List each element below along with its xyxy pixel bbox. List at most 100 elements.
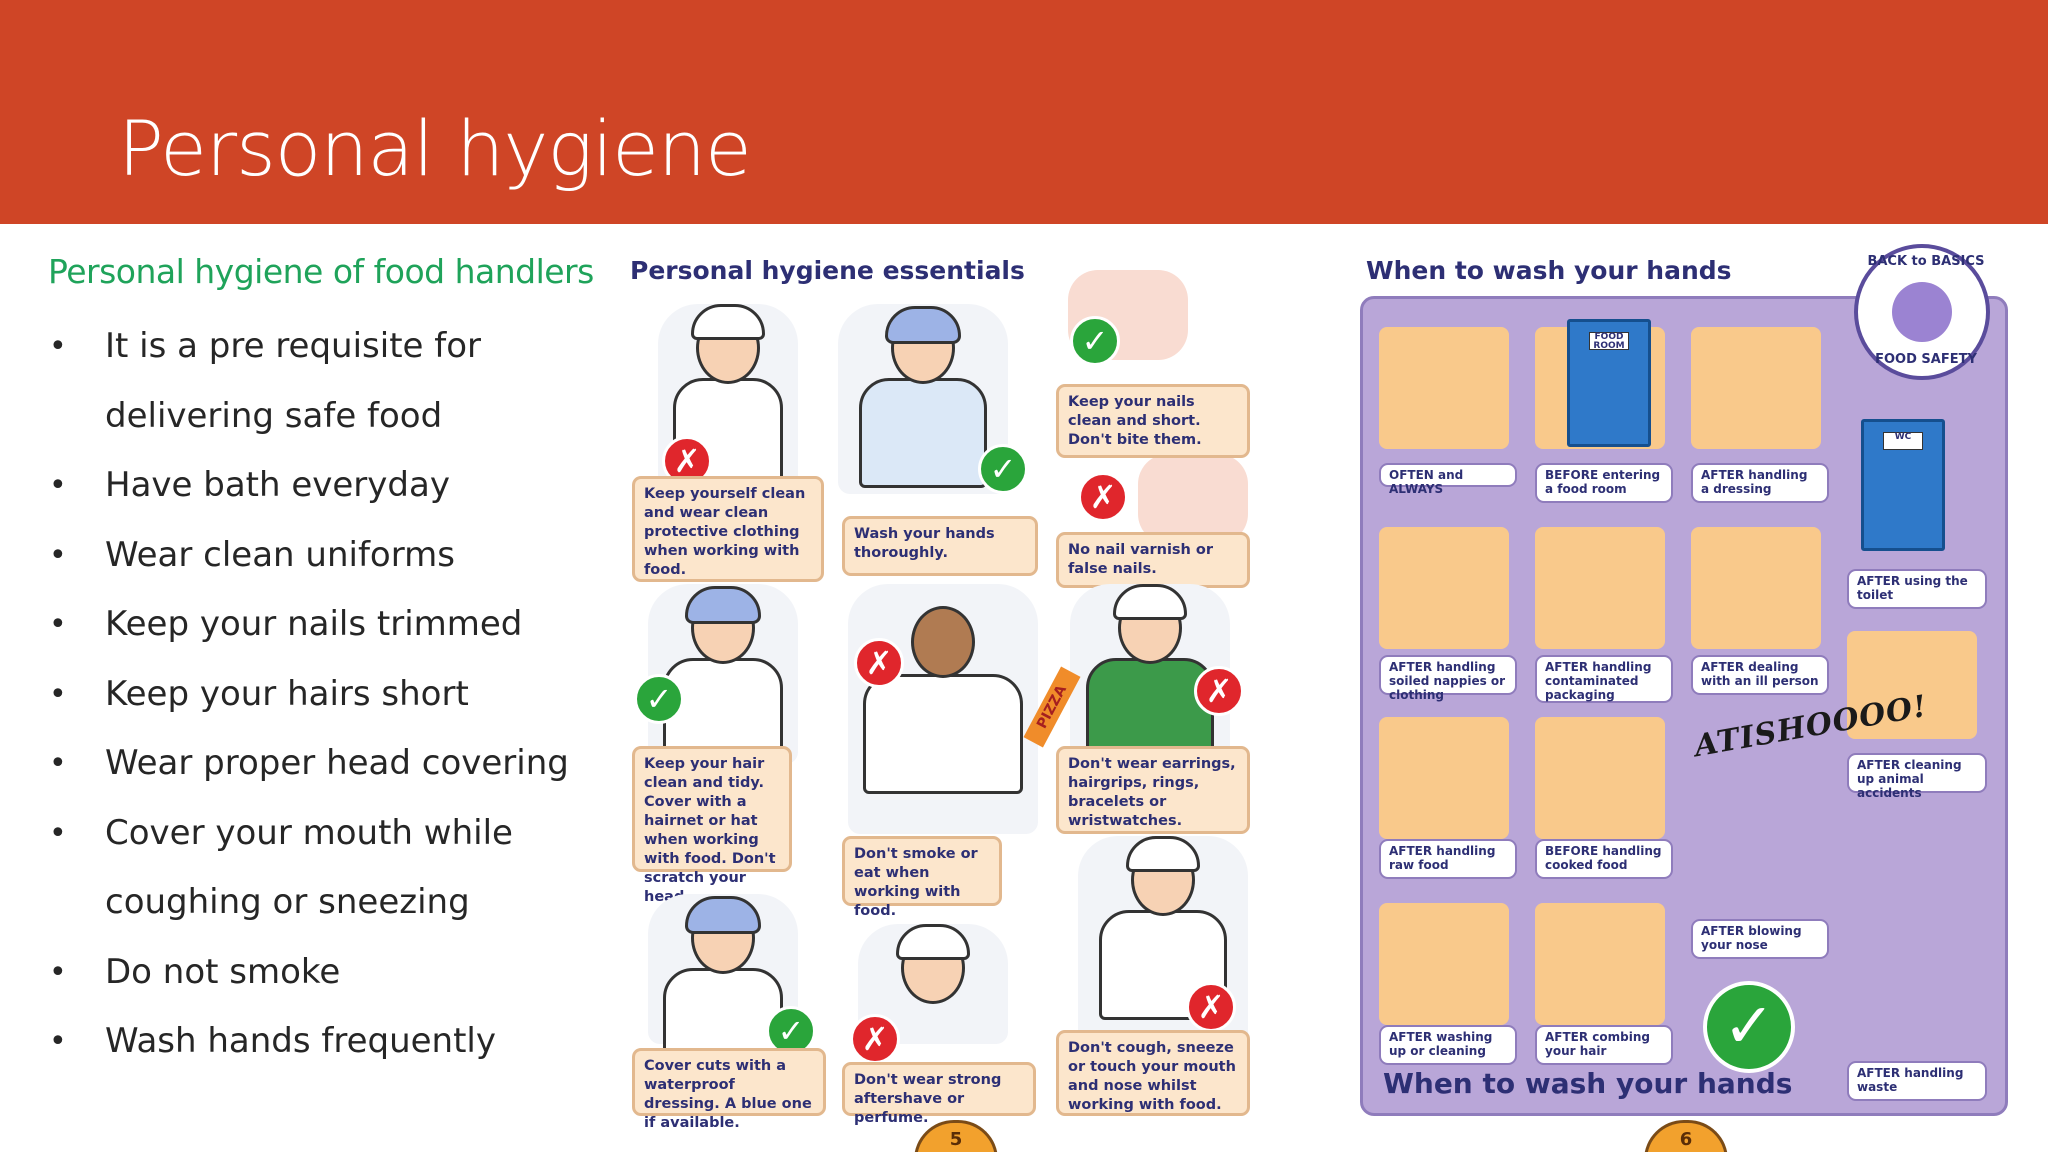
bullet-item: delivering safe food [0,382,600,452]
text-column: Personal hygiene of food handlers • It is… [0,224,600,1152]
label-before-food-room: BEFORE entering a food room [1535,463,1673,503]
bullet-item: • Wash hands frequently [0,1007,600,1077]
bullet-item: • Have bath everyday [0,451,600,521]
caption-no-varnish: No nail varnish or false nails. [1056,532,1250,588]
bullet-marker: • [49,1024,67,1059]
bullet-list: • It is a pre requisite for delivering sa… [0,312,600,1077]
food-room-door: FOOD ROOM [1567,319,1651,447]
tile-animal [1847,631,1977,739]
label-before-cooked: BEFORE handling cooked food [1535,839,1673,879]
bullet-marker: • [49,676,67,712]
tile-washing-up [1379,903,1509,1025]
label-often: OFTEN and ALWAYS [1379,463,1517,496]
bullet-item: coughing or sneezing [0,868,600,938]
caption-hair-clean: Keep your hair clean and tidy. Cover wit… [632,746,792,905]
tile-cooked-food [1535,717,1665,839]
bullet-marker: • [49,329,67,364]
check-mark-icon: ✓ [1703,981,1795,1073]
varnished-hand-figure [1138,454,1248,544]
hand-washing-figure [838,304,1008,494]
hygiene-essentials-poster: Personal hygiene essentials ✗ ✓ ✓ ✗ Keep… [618,244,1258,1152]
title-bar: Personal hygiene [0,0,2048,224]
food-room-sign: FOOD ROOM [1589,332,1629,351]
bullet-text: Wear clean uniforms [105,534,455,575]
caption-no-aftershave: Don't wear strong aftershave or perfume. [842,1062,1036,1126]
label-after-raw: AFTER handling raw food [1379,839,1517,879]
bad-mark-icon: ✗ [1078,472,1128,522]
page-number-tab: 5 [914,1120,998,1152]
chef-figure [658,304,798,494]
tile-raw-food [1379,717,1509,839]
smoker-figure [848,584,1038,834]
cut-finger-figure [648,894,798,1078]
bullet-text: Wear proper head covering [105,743,569,783]
caption-no-smoke: Don't smoke or eat when working with foo… [842,836,1002,919]
bullet-item: • Wear clean uniforms [0,521,600,591]
bad-mark-icon: ✗ [1194,666,1244,716]
bullet-item: • Keep your hairs short [0,660,600,730]
bullet-item: • Keep your nails trimmed [0,590,600,660]
hairnet [685,586,761,624]
bullet-item: •Cover your mouth while [0,799,600,869]
tile-packaging [1535,527,1665,649]
good-mark-icon: ✓ [978,444,1028,494]
bullet-text: Cover your mouth while [105,812,513,853]
slide-title: Personal hygiene [118,104,752,193]
cake-holder-figure [648,584,798,768]
tile-often [1379,327,1509,449]
wc-door: WC [1861,419,1945,551]
smoker-head [911,606,975,678]
page-number-tab: 6 [1644,1120,1728,1152]
bullet-marker: • [49,537,67,573]
tile-ill-person [1691,527,1821,649]
caption-no-earrings: Don't wear earrings, hairgrips, rings, b… [1056,746,1250,834]
apron-body [859,378,987,488]
label-after-dressing: AFTER handling a dressing [1691,463,1829,503]
label-after-packaging: AFTER handling contaminated packaging [1535,655,1673,703]
seal-chef-icon [1892,282,1952,342]
chef-hat [896,924,970,960]
label-after-washing-up: AFTER washing up or cleaning [1379,1025,1517,1065]
slide-subtitle: Personal hygiene of food handlers [48,252,594,291]
bullet-text: It is a pre requisite for [105,326,482,366]
label-after-nappies: AFTER handling soiled nappies or clothin… [1379,655,1517,702]
wc-sign: WC [1883,432,1923,450]
caption-wash-hands: Wash your hands thoroughly. [842,516,1038,576]
seal-text-top: BACK to BASICS [1867,254,1985,269]
wash-hands-poster: When to wash your hands FOOD ROOM WC OFT… [1354,244,2018,1152]
bullet-text: Keep your nails trimmed [105,604,523,644]
food-safety-seal: BACK to BASICS FOOD SAFETY [1854,244,1990,380]
hairnet [885,306,961,344]
bullet-item: •Do not smoke [0,938,600,1008]
bullet-item: • It is a pre requisite for [0,312,600,382]
seal-text-bottom: FOOD SAFETY [1875,352,1977,367]
wash-hands-board: FOOD ROOM WC OFTEN and ALWAYS BEFORE ent… [1360,296,2008,1116]
bullet-marker: • [49,607,67,642]
bullet-marker: • [49,468,67,503]
jewellery-hat [1113,584,1187,620]
label-after-nose: AFTER blowing your nose [1691,919,1829,959]
label-after-animal: AFTER cleaning up animal accidents [1847,753,1987,800]
bullet-item: • Wear proper head covering [0,729,600,799]
caption-nails-clean: Keep your nails clean and short. Don't b… [1056,384,1250,458]
good-mark-icon: ✓ [634,674,684,724]
bad-mark-icon: ✗ [1186,982,1236,1032]
chef-hat [1126,836,1200,872]
bullet-text: delivering safe food [105,395,443,436]
label-after-hair: AFTER combing your hair [1535,1025,1673,1065]
caption-clean-clothing: Keep yourself clean and wear clean prote… [632,476,824,582]
bullet-marker: • [49,746,67,781]
wash-heading: When to wash your hands [1366,256,1732,285]
hairnet [685,896,761,934]
label-after-ill: AFTER dealing with an ill person [1691,655,1829,695]
good-mark-icon: ✓ [766,1006,816,1056]
chef-hat [691,304,765,340]
bullet-text: Wash hands frequently [105,1021,496,1061]
good-mark-icon: ✓ [1070,316,1120,366]
smoker-body [863,674,1023,794]
bullet-text: Have bath everyday [105,465,450,505]
tile-nappies [1379,527,1509,649]
bullet-text: Keep your hairs short [105,673,469,714]
wash-footer-title: When to wash your hands [1383,1067,1793,1100]
caption-cover-cuts: Cover cuts with a waterproof dressing. A… [632,1048,826,1131]
